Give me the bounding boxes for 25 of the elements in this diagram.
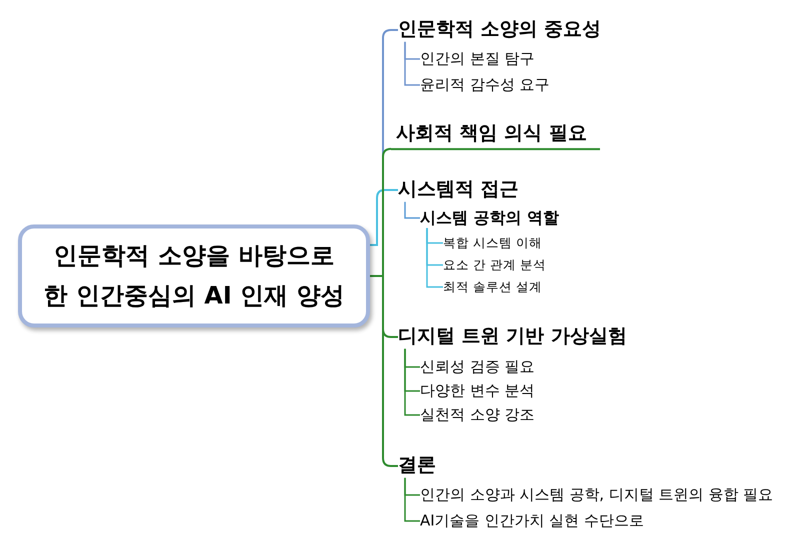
branch-line — [370, 189, 398, 246]
central-topic-text: 인문학적 소양을 바탕으로 한 인간중심의 AI 인재 양성 — [42, 240, 346, 311]
subtopic-label: 다양한 변수 분석 — [420, 382, 535, 400]
subtopic-label: 신뢰성 검증 필요 — [420, 358, 535, 376]
topic-label: 인문학적 소양의 중요성 — [398, 18, 602, 42]
central-topic-box — [18, 224, 370, 328]
detail-label: 최적 솔루션 설계 — [443, 279, 542, 295]
topic-label: 결론 — [398, 454, 436, 478]
underlined-topic — [391, 122, 600, 150]
subtopic-label: 윤리적 감수성 요구 — [420, 76, 550, 94]
subtopic-label: 인간의 본질 탐구 — [420, 50, 535, 68]
subtopic-label: 시스템 공학의 역할 — [420, 208, 560, 228]
branch-line — [426, 228, 443, 288]
subtopic-label: AI기술을 인간가치 실현 수단으로 — [420, 512, 644, 530]
topic-label: 사회적 책임 의식 필요 — [396, 122, 588, 146]
subtopic-label: 실천적 소양 강조 — [420, 406, 535, 424]
topic-label: 시스템적 접근 — [398, 178, 519, 202]
branch-line — [404, 42, 420, 86]
detail-label: 복합 시스템 이해 — [443, 235, 542, 251]
branch-line — [404, 348, 420, 416]
branch-line — [404, 478, 420, 522]
topic-label: 디지털 트윈 기반 가상실험 — [398, 325, 627, 349]
detail-label: 요소 간 관계 분석 — [443, 257, 546, 273]
branch-line — [404, 202, 420, 219]
subtopic-label: 인간의 소양과 시스템 공학, 디지털 트윈의 융합 필요 — [420, 486, 774, 504]
